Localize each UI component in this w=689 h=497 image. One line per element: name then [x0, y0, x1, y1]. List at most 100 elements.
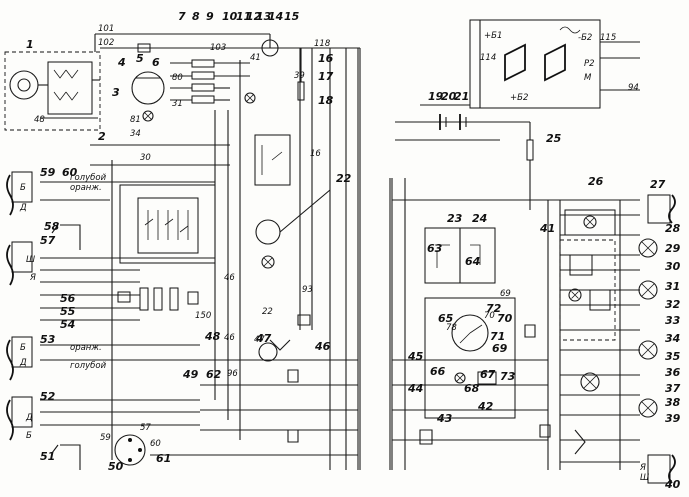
ref-number-65: 65 [438, 312, 454, 325]
right-trunk-lines [391, 178, 621, 470]
ref-number-49: 49 [182, 368, 199, 381]
wire-label: 81 [130, 115, 141, 125]
ref-number-58: 58 [44, 220, 60, 233]
ref-number-41: 41 [539, 222, 555, 235]
ref-number-45: 45 [407, 350, 424, 363]
switch-block [424, 297, 516, 419]
terminal-46 [258, 314, 311, 443]
ref-number-56: 56 [60, 292, 76, 305]
ref-number-55: 55 [60, 305, 76, 318]
coil-22 [255, 189, 331, 269]
ref-number-60: 60 [62, 166, 78, 179]
relay-23-24 [424, 227, 496, 284]
ref-number-15: 15 [284, 10, 300, 23]
ref-number-35: 35 [665, 350, 681, 363]
wire-color-blue-2: голубой [70, 361, 107, 371]
wire-label: 78 [446, 323, 457, 333]
ref-number-31: 31 [665, 280, 680, 293]
ref-number-40: 40 [664, 478, 681, 491]
ref-number-18: 18 [318, 94, 334, 107]
ref-number-25: 25 [546, 132, 562, 145]
ref-number-27: 27 [650, 178, 666, 191]
relay-18 [254, 134, 291, 186]
terminal-letter: Д [19, 203, 27, 213]
ref-number-30: 30 [665, 260, 681, 273]
wire-label: 39 [294, 71, 305, 81]
wire-label: 93 [302, 285, 313, 295]
wire-label: 31 [172, 99, 183, 109]
fuse-block [170, 59, 250, 104]
ref-number-34: 34 [665, 332, 680, 345]
wire-label: 150 [195, 311, 211, 321]
ref-number-20: 20 [441, 90, 457, 103]
ref-number-62: 62 [206, 368, 222, 381]
ref-number-3: 3 [112, 86, 120, 99]
ref-number-54: 54 [60, 318, 75, 331]
ref-number-48: 48 [204, 330, 221, 343]
ref-number-64: 64 [465, 255, 480, 268]
generator-block [4, 51, 101, 131]
lower-fuse-set [117, 287, 199, 311]
wire-label: 102 [98, 38, 114, 48]
ref-number-52: 52 [40, 390, 56, 403]
ref-number-71: 71 [490, 330, 505, 343]
relay-box [119, 184, 216, 264]
terminal-letter: Д [19, 358, 27, 368]
ref-number-38: 38 [665, 396, 681, 409]
relay-mark-p2: Р2 [584, 59, 595, 69]
ref-number-12: 12 [246, 10, 262, 23]
ref-number-47: 47 [255, 332, 272, 345]
wire-label: 70 [484, 311, 495, 321]
relay-mark-m: М [584, 73, 592, 83]
terminal-letter: Б [20, 343, 26, 353]
ref-number-8: 8 [192, 10, 200, 23]
ref-number-53: 53 [40, 333, 56, 346]
ref-number-6: 6 [152, 56, 160, 69]
left-trunk-lines [111, 48, 359, 470]
fuse-16-17 [297, 48, 305, 101]
ref-number-11: 11 [236, 10, 251, 23]
right-lamps [564, 209, 658, 418]
ref-number-51: 51 [40, 450, 55, 463]
misc-labels: голубойоранж.оранж.голубой+Б1+Б2-Б2Р2МБД… [19, 31, 649, 483]
wire-label: 80 [172, 73, 183, 83]
wire-label: 103 [210, 43, 226, 53]
left-side-lamps [6, 171, 81, 470]
terminal-letter: Б [26, 431, 32, 441]
ref-number-33: 33 [665, 314, 681, 327]
ref-number-1: 1 [26, 38, 34, 51]
terminal-letter: Б [20, 183, 26, 193]
wire-label: 16 [310, 149, 321, 159]
ignition-switch [114, 434, 146, 466]
ref-number-36: 36 [665, 366, 681, 379]
ref-number-43: 43 [436, 412, 453, 425]
ref-number-9: 9 [206, 10, 214, 23]
ref-number-66: 66 [430, 365, 446, 378]
wire-label: 46 [224, 333, 235, 343]
ref-number-19: 19 [428, 90, 444, 103]
ref-number-50: 50 [108, 460, 124, 473]
ref-number-17: 17 [318, 70, 334, 83]
ref-number-10: 10 [222, 10, 238, 23]
ref-number-26: 26 [588, 175, 604, 188]
ref-number-2: 2 [98, 130, 106, 143]
ref-number-72: 72 [486, 302, 502, 315]
wire-color-orange-1: оранж. [70, 183, 102, 193]
ref-number-39: 39 [665, 412, 681, 425]
battery [395, 114, 530, 141]
wire-label: 101 [98, 24, 114, 34]
ref-number-46: 46 [314, 340, 331, 353]
wire-label: 57 [140, 423, 151, 433]
wire-color-blue-1: голубой [70, 173, 107, 183]
terminal-letter: Я [639, 463, 646, 473]
gauge-block [131, 71, 165, 122]
ref-number-59: 59 [40, 166, 56, 179]
ref-number-7: 7 [178, 10, 186, 23]
relay-30-34 [559, 239, 616, 341]
right-end-lamps [647, 194, 676, 484]
ref-number-42: 42 [477, 400, 494, 413]
top-bus-lines [94, 33, 360, 53]
